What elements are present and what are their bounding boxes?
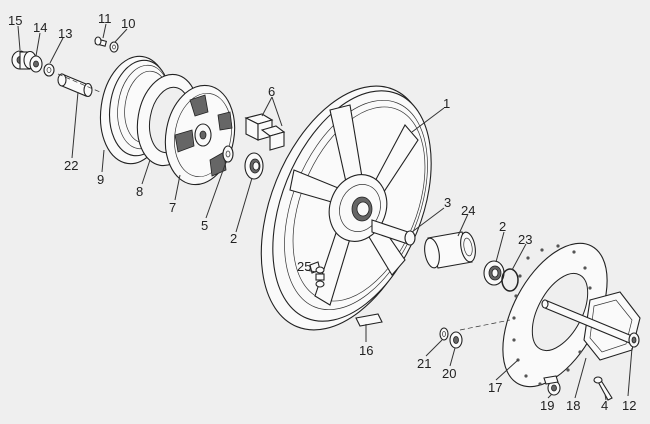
callout-22: 22 (64, 158, 78, 173)
part-24-sleeve (424, 231, 476, 269)
part-10-washer (109, 41, 119, 53)
callout-6: 6 (268, 84, 275, 99)
part-11-bolt (94, 36, 108, 47)
callout-24: 24 (461, 203, 475, 218)
callout-2-right: 2 (499, 219, 506, 234)
callout-21: 21 (417, 356, 431, 371)
part-13-washer (43, 63, 55, 77)
part-16-weight (355, 313, 383, 327)
callout-2-left: 2 (230, 231, 237, 246)
callout-labels: 15 14 13 11 10 22 9 8 7 5 2 6 1 3 24 2 2… (8, 11, 636, 413)
callout-3: 3 (444, 195, 451, 210)
callout-11: 11 (98, 11, 112, 26)
part-7-cush-hub (164, 84, 236, 186)
callout-17: 17 (488, 380, 502, 395)
part-19-nut (543, 375, 561, 396)
callout-5: 5 (201, 218, 208, 233)
part-20-nut (449, 331, 463, 349)
callout-1: 1 (443, 96, 450, 111)
part-2-bearing-right (483, 260, 505, 286)
part-3-spacer (371, 219, 416, 246)
callout-20: 20 (442, 366, 456, 381)
callout-10: 10 (121, 16, 135, 31)
part-2-bearing-left (244, 152, 264, 180)
part-14-spacer (29, 55, 43, 73)
callout-8: 8 (136, 184, 143, 199)
callout-4: 4 (601, 398, 608, 413)
leader-lines (17, 23, 633, 401)
callout-23: 23 (518, 232, 532, 247)
callout-19: 19 (540, 398, 554, 413)
part-23-circlip (501, 268, 519, 292)
part-6-dampers (244, 113, 286, 151)
part-21-washer (439, 327, 449, 341)
part-12-axle (541, 299, 640, 348)
callout-9: 9 (97, 172, 104, 187)
part-25-valve (315, 266, 325, 288)
part-1-wheel (260, 85, 432, 331)
callout-25: 25 (297, 259, 311, 274)
callout-13: 13 (58, 26, 72, 41)
callout-15: 15 (8, 13, 22, 28)
callout-16: 16 (359, 343, 373, 358)
callout-18: 18 (566, 398, 580, 413)
part-5-washer (222, 145, 234, 163)
part-15-nut (11, 50, 37, 70)
callout-7: 7 (169, 200, 176, 215)
part-4-bolt (593, 376, 613, 401)
callout-12: 12 (622, 398, 636, 413)
part-22-sleeve (57, 73, 93, 98)
callout-14: 14 (33, 20, 47, 35)
